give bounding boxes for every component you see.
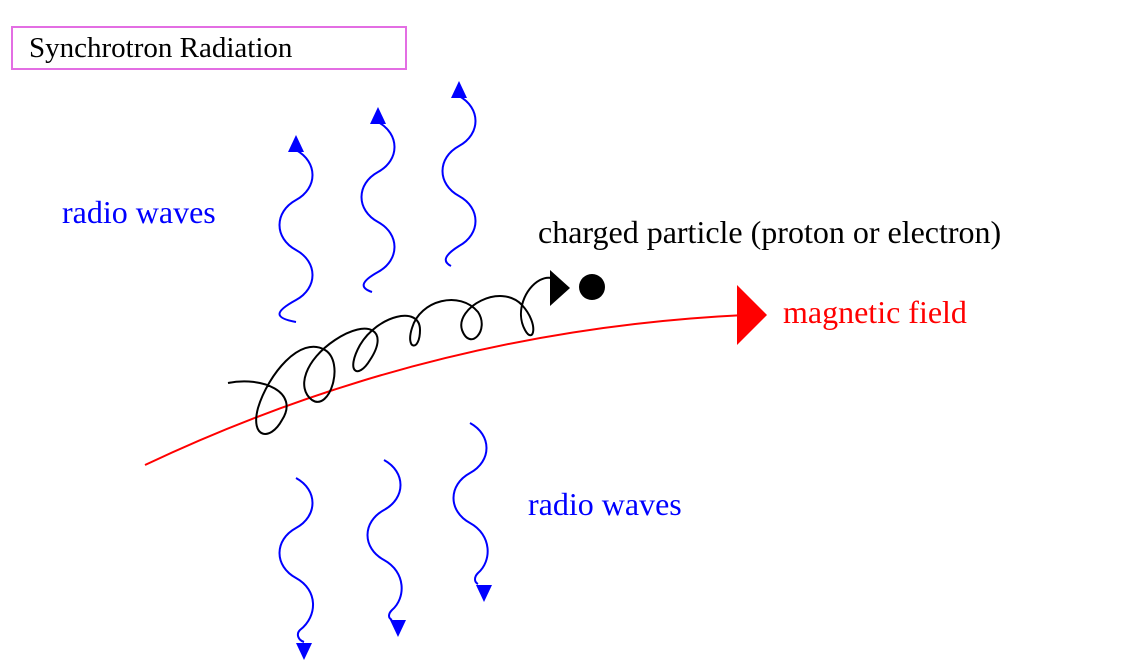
radio-wave-bottom-3: [452, 422, 489, 585]
wave-arrowhead-down-1: [296, 643, 312, 660]
magnetic-field-line: [144, 314, 746, 466]
label-magnetic-field: magnetic field: [783, 294, 967, 330]
wave-arrowhead-up-3: [451, 81, 467, 98]
wave-arrowhead-up-2: [370, 107, 386, 124]
radio-wave-bottom-1: [278, 477, 314, 643]
wave-arrowhead-down-3: [476, 585, 492, 602]
label-charged-particle: charged particle (proton or electron): [538, 214, 1002, 250]
wave-arrowhead-down-2: [390, 620, 406, 637]
diagram-title: Synchrotron Radiation: [11, 26, 407, 70]
magnetic-field-arrowhead: [737, 285, 767, 345]
radio-wave-top-2: [360, 121, 396, 293]
label-radio-waves-bottom: radio waves: [528, 486, 682, 522]
radio-wave-arrowheads: [288, 81, 492, 660]
label-radio-waves-top: radio waves: [62, 194, 216, 230]
wave-arrowhead-up-1: [288, 135, 304, 152]
radio-wave-top-3: [441, 95, 477, 267]
radio-waves-top-group: [278, 95, 489, 643]
particle-helix-path: [227, 276, 556, 435]
diagram-title-text: Synchrotron Radiation: [29, 31, 293, 64]
radio-wave-bottom-2: [366, 459, 403, 621]
radio-wave-top-1: [278, 149, 314, 323]
charged-particle-dot: [579, 274, 605, 300]
particle-direction-arrowhead: [550, 270, 570, 306]
